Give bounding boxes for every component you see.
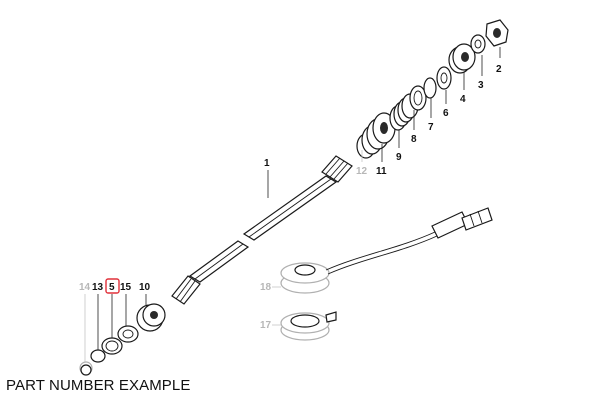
callout-8: 8	[411, 134, 417, 145]
nut-part-2	[485, 19, 509, 47]
flange-part-10	[136, 303, 166, 332]
callout-1: 1	[264, 158, 270, 169]
spring-part-9	[389, 93, 419, 131]
nut-part-14	[79, 361, 93, 376]
washer-part-6	[436, 66, 452, 90]
callout-5: 5	[109, 282, 115, 293]
caption-part-number-example: PART NUMBER EXAMPLE	[6, 377, 191, 394]
circlip-part-7	[423, 77, 437, 99]
callout-2: 2	[496, 64, 502, 75]
bellows-part-11	[356, 112, 396, 159]
callout-3: 3	[478, 80, 484, 91]
callout-labels: 1 2 3 4 5 6 7 8 9 10 11 12 13 14 15 17 1…	[79, 64, 502, 331]
callout-17: 17	[260, 320, 272, 331]
bearing-part-15	[117, 325, 139, 343]
callout-10: 10	[139, 282, 151, 293]
callout-11: 11	[376, 166, 387, 177]
leader-lines	[84, 47, 501, 362]
callout-15: 15	[120, 282, 132, 293]
callout-14: 14	[79, 282, 91, 293]
steering-shaft	[171, 155, 353, 305]
ring-part-8	[409, 85, 427, 111]
ring-part-5	[101, 337, 123, 355]
callout-4: 4	[460, 94, 466, 105]
callout-7: 7	[428, 122, 434, 133]
highlighted-part-box	[105, 278, 120, 294]
callout-12: 12	[356, 166, 368, 177]
callout-6: 6	[443, 108, 449, 119]
callout-9: 9	[396, 152, 402, 163]
sensor-ring-part-18	[280, 207, 493, 294]
washer-part-3	[470, 34, 486, 54]
callout-18: 18	[260, 282, 272, 293]
ring-part-17	[280, 311, 337, 341]
bearing-part-4	[448, 43, 476, 74]
clip-part-13	[90, 349, 106, 363]
callout-13: 13	[92, 282, 104, 293]
